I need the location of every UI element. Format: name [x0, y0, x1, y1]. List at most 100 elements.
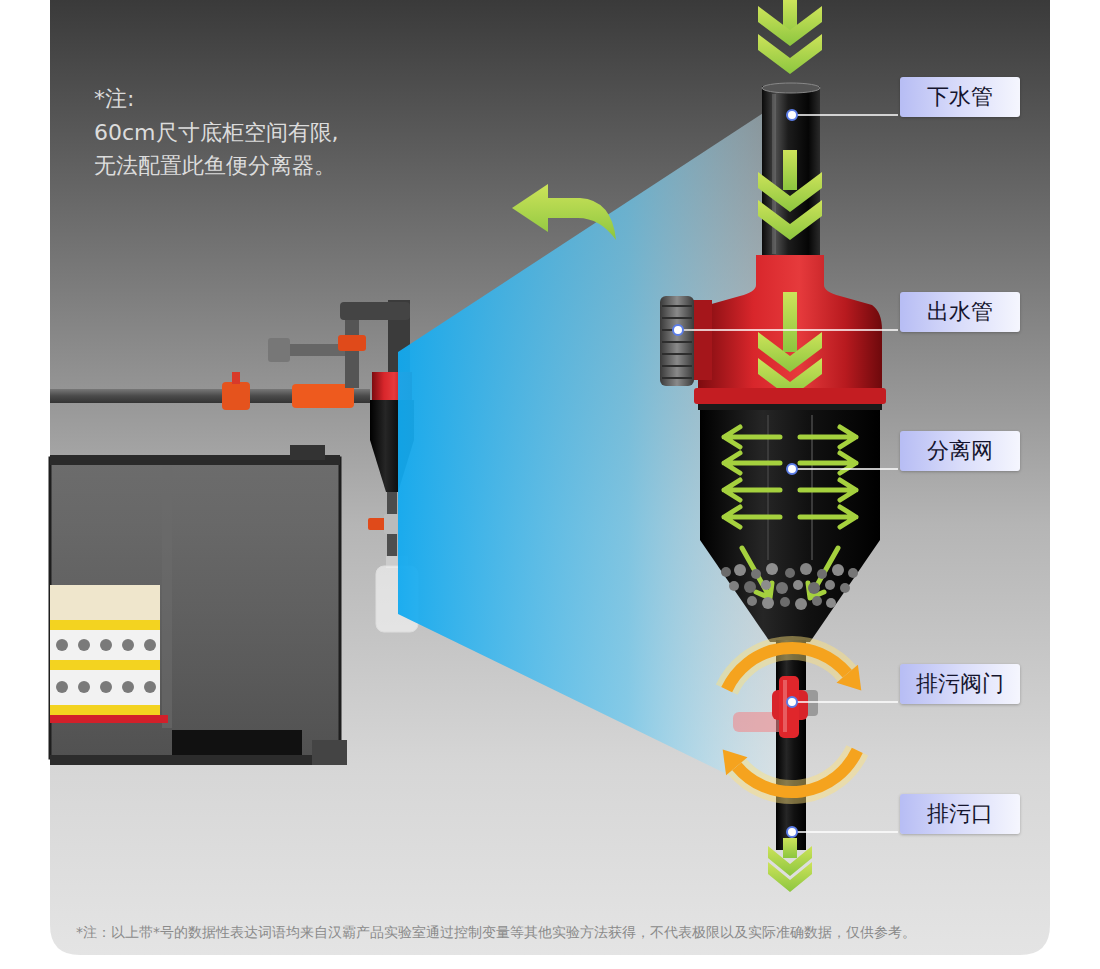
separator-head-part — [662, 353, 692, 355]
sump-tank-part — [50, 755, 345, 765]
leader-lines-part — [792, 468, 898, 470]
sump-tank-part — [78, 639, 90, 651]
bottom-flow-arrow — [768, 838, 812, 892]
plumbing-part — [222, 382, 250, 410]
note-heading: *注: — [94, 86, 134, 112]
sump-tank-part — [50, 670, 160, 705]
part-label: 下水管 — [927, 84, 993, 110]
separator-body-part — [700, 410, 880, 642]
sump-tank-part — [50, 660, 160, 670]
separator-body-part — [694, 388, 886, 404]
rotate-arrows-part — [737, 750, 858, 792]
top-flow-arrow-part — [758, 6, 822, 46]
mesh-flow-arrows-part — [724, 507, 780, 527]
sediment-part — [766, 563, 778, 575]
bottom-flow-arrow-part — [768, 862, 812, 892]
sump-tank-part — [50, 585, 160, 620]
leader-lines-part — [792, 701, 898, 703]
sediment-part — [721, 567, 731, 577]
sediment — [721, 563, 858, 610]
leader-dots-part — [673, 325, 683, 335]
separator-body-part — [698, 404, 882, 410]
sediment-part — [840, 583, 850, 593]
drain-pipe — [776, 640, 806, 850]
plumbing-part — [292, 384, 354, 408]
sump-tank-part — [56, 681, 68, 693]
part-label: 分离网 — [927, 438, 993, 464]
callout-box: 分离网 — [900, 431, 1020, 471]
pipe-flow-arrow-part — [758, 200, 822, 240]
sediment-part — [832, 564, 844, 576]
sump-tank-part — [50, 630, 160, 660]
sump-tank-part — [78, 681, 90, 693]
down-pipe-part — [772, 94, 776, 254]
mesh-flow-arrows-part — [742, 548, 772, 598]
leader-lines-part — [678, 329, 898, 331]
pipe-flow-arrow-part — [783, 150, 797, 190]
head-flow-arrow-part — [783, 292, 797, 352]
top-flow-arrow-part — [758, 34, 822, 74]
footnote: *注：以上带*号的数据性表达词语均来自汉霸产品实验室通过控制变量等其他实验方法获… — [76, 924, 916, 941]
sediment-part — [817, 569, 827, 579]
plumbing-part — [232, 372, 240, 384]
note-text: 60cm尺寸底柜空间有限, — [94, 120, 339, 146]
separator-head-part — [662, 341, 692, 343]
sump-tank-part — [162, 466, 172, 728]
part-label: 排污阀门 — [916, 671, 1004, 697]
callout-box: 排污口 — [900, 794, 1020, 834]
leader-lines — [678, 115, 898, 832]
sump-tank-part — [122, 681, 134, 693]
sediment-part — [800, 563, 812, 575]
sediment-part — [776, 582, 788, 594]
sediment-part — [812, 596, 822, 606]
separator-head-part — [660, 296, 694, 386]
sump-tank-part — [290, 445, 325, 460]
leader-dots-part — [787, 827, 797, 837]
down-pipe-part — [762, 83, 820, 93]
separator-head-part — [662, 365, 692, 367]
drain-valve-part — [779, 676, 799, 738]
plumbing — [50, 300, 410, 410]
sediment-part — [785, 568, 795, 578]
rotate-arrows — [723, 648, 862, 792]
turn-arrow — [512, 184, 616, 240]
leader-dots-part — [787, 464, 797, 474]
sediment-part — [780, 597, 790, 607]
note-text: 无法配置此鱼便分离器。 — [94, 153, 336, 179]
drain-valve-part — [783, 680, 787, 732]
leader-dots — [673, 110, 797, 837]
sediment-part — [762, 597, 774, 609]
background-part — [50, 0, 1050, 955]
sump-tank-part — [144, 681, 156, 693]
mesh-flow-arrows-part — [724, 480, 780, 500]
sediment-part — [744, 581, 756, 593]
mesh-flow-arrows-part — [800, 480, 856, 500]
sump-tank-part — [100, 639, 112, 651]
sediment-part — [751, 569, 761, 579]
mesh-flow-arrows-part — [724, 453, 780, 473]
separator-body — [694, 388, 886, 642]
callout-box: 排污阀门 — [900, 664, 1020, 704]
leader-dots-part — [787, 110, 797, 120]
sediment-part — [747, 596, 757, 606]
sediment-part — [795, 598, 807, 610]
drain-valve — [733, 676, 818, 738]
sump-tank-part — [50, 715, 168, 723]
callout-box: 下水管 — [900, 77, 1020, 117]
sediment-part — [734, 564, 746, 576]
separator-head-part — [662, 305, 692, 307]
mesh-flow-arrows-part — [800, 427, 856, 447]
callout-box: 出水管 — [900, 292, 1020, 332]
sump-tank-part — [50, 620, 160, 630]
sump-tank-part — [312, 740, 347, 765]
rotate-arrows-part — [837, 665, 862, 691]
plumbing-part — [340, 302, 410, 320]
sediment-part — [848, 568, 858, 578]
top-flow-arrow — [758, 0, 822, 74]
sump-tank-part — [122, 639, 134, 651]
small-separator-part — [384, 514, 400, 534]
mesh-flow-arrows-part — [800, 507, 856, 527]
sediment-part — [808, 582, 820, 594]
sediment-part — [825, 580, 835, 590]
